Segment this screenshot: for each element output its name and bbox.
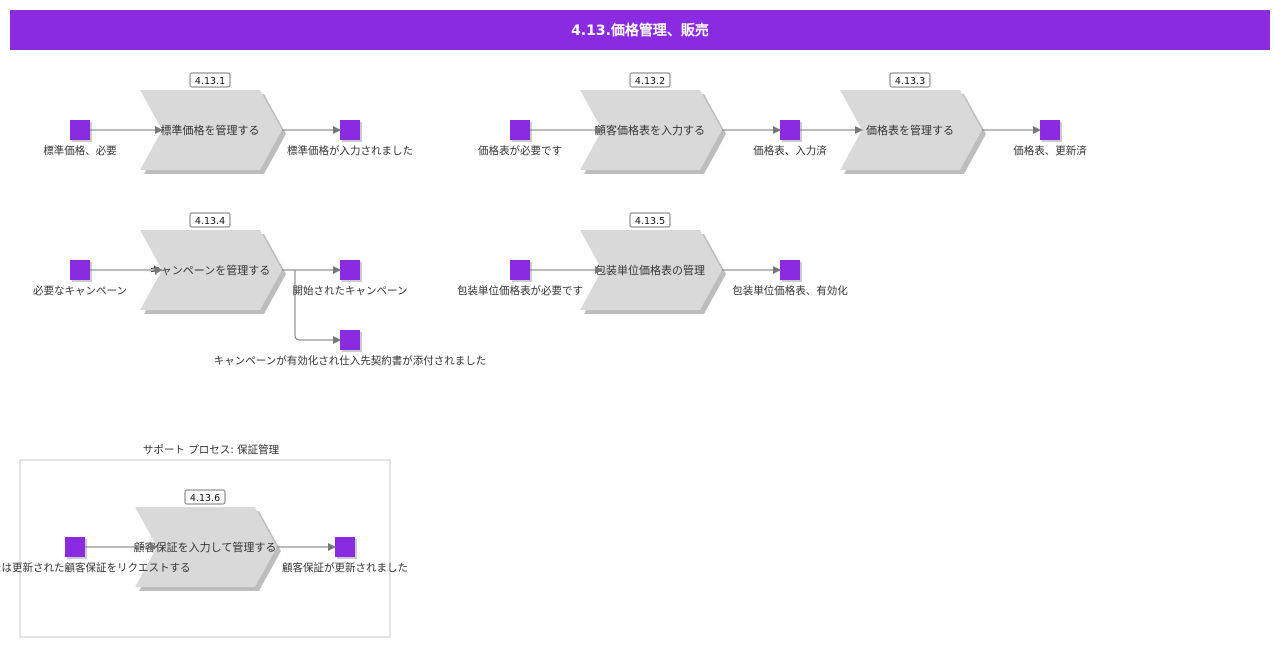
process-4-13-6[interactable]: 顧客保証を入力して管理する [134,507,281,591]
event-node[interactable] [65,537,87,559]
process-id: 4.13.4 [195,216,225,227]
event-node[interactable] [780,120,802,142]
process-id: 4.13.3 [895,76,925,87]
process-id-badge: 4.13.4 [189,212,231,228]
support-process-label: サポート プロセス: 保証管理 [143,443,280,456]
event-label: 必要なキャンペーン [33,284,127,297]
process-id-badge: 4.13.1 [189,72,231,88]
event-label: キャンペーンが有効化され仕入先契約書が添付されました [214,354,486,367]
process-label: 顧客価格表を入力する [595,123,705,137]
event-node[interactable] [340,260,362,282]
process-id: 4.13.5 [635,216,665,227]
process-id: 4.13.6 [190,493,220,504]
process-label: 包装単位価格表の管理 [595,263,705,277]
event-label: 開始されたキャンペーン [293,284,408,297]
flow-arrow [294,270,341,344]
process-id: 4.13.2 [635,76,665,87]
process-label: キャンペーンを管理する [150,263,270,277]
support-process-group [19,459,391,638]
event-node[interactable] [780,260,802,282]
event-label: 包装単位価格表、有効化 [732,284,848,297]
page-title: 4.13.価格管理、販売 [10,10,1270,50]
process-label: 価格表を管理する [866,123,954,137]
event-node[interactable] [510,260,532,282]
process-label: 標準価格を管理する [161,123,260,137]
event-node[interactable] [340,330,362,352]
event-node[interactable] [335,537,357,559]
process-4-13-3[interactable]: 価格表を管理する [840,90,986,174]
event-label: 包装単位価格表が必要です [457,284,583,297]
process-id-badge: 4.13.5 [629,212,671,228]
event-node[interactable] [510,120,532,142]
process-id-badge: 4.13.6 [184,489,226,505]
event-node[interactable] [70,120,92,142]
process-4-13-4[interactable]: キャンペーンを管理する [140,230,286,314]
event-node[interactable] [1040,120,1062,142]
event-label: 標準価格が入力されました [287,144,413,157]
event-node[interactable] [70,260,92,282]
event-label: 価格表、更新済 [1013,144,1087,157]
event-label: 顧客保証が更新されました [282,561,408,574]
event-label: 価格表、入力済 [753,144,827,157]
process-4-13-1[interactable]: 標準価格を管理する [140,90,286,174]
process-4-13-5[interactable]: 包装単位価格表の管理 [580,230,726,314]
event-label: 価格表が必要です [478,144,562,157]
process-label: 顧客保証を入力して管理する [134,540,277,554]
process-id-badge: 4.13.3 [889,72,931,88]
process-id-badge: 4.13.2 [629,72,671,88]
event-node[interactable] [340,120,362,142]
event-label: 標準価格、必要 [43,144,117,157]
process-id: 4.13.1 [195,76,225,87]
event-label: 新規または更新された顧客保証をリクエストする [0,561,191,574]
process-4-13-2[interactable]: 顧客価格表を入力する [580,90,726,174]
